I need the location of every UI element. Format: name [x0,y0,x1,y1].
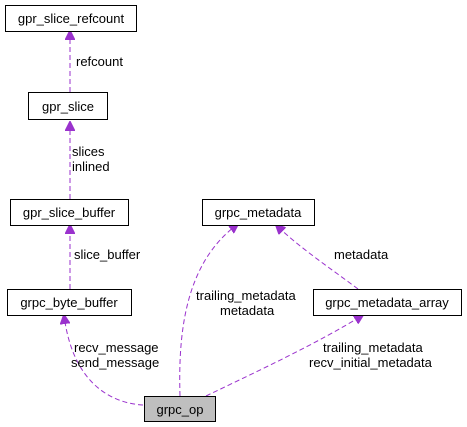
node-gpr-slice-buffer[interactable]: gpr_slice_buffer [10,199,129,226]
node-label-gpr-slice-buffer: gpr_slice_buffer [23,205,116,220]
node-grpc-metadata[interactable]: grpc_metadata [202,199,315,226]
node-label-grpc-byte-buffer: grpc_byte_buffer [20,295,118,310]
edge-label-refcount: refcount [76,54,123,69]
edge-slices-inlined: slices inlined [70,122,110,199]
edge-label-slice-buffer: slice_buffer [74,247,141,262]
node-grpc-byte-buffer[interactable]: grpc_byte_buffer [7,289,132,316]
edge-label-metadata-op: metadata [220,303,275,318]
node-gpr-slice[interactable]: gpr_slice [28,92,108,120]
node-grpc-op[interactable]: grpc_op [144,396,216,422]
edge-label-send-message: send_message [71,355,159,370]
node-label-gpr-slice-refcount: gpr_slice_refcount [18,11,125,26]
node-label-grpc-op: grpc_op [157,402,204,417]
edge-recv-send-message: recv_message send_message [64,315,159,406]
edge-label-inlined: inlined [72,159,110,174]
edge-label-trailing-metadata-array: trailing_metadata [323,340,423,355]
edge-trailing-initial-metadata: trailing_metadata recv_initial_metadata [205,315,433,397]
edge-slice-buffer: slice_buffer [70,225,141,289]
edge-refcount: refcount [70,31,123,92]
node-label-gpr-slice: gpr_slice [42,99,94,114]
edge-metadata: metadata [276,225,389,290]
node-label-grpc-metadata-array: grpc_metadata_array [325,295,449,310]
edge-label-slices: slices [72,144,105,159]
edge-label-trailing-metadata: trailing_metadata [196,288,296,303]
node-label-grpc-metadata: grpc_metadata [215,205,302,220]
node-gpr-slice-refcount[interactable]: gpr_slice_refcount [5,5,137,32]
edge-label-recv-initial-metadata: recv_initial_metadata [309,355,433,370]
edge-label-recv-message: recv_message [74,340,159,355]
edge-trailing-metadata-op: trailing_metadata metadata [179,224,296,397]
edge-label-metadata: metadata [334,247,389,262]
node-grpc-metadata-array[interactable]: grpc_metadata_array [313,289,462,316]
